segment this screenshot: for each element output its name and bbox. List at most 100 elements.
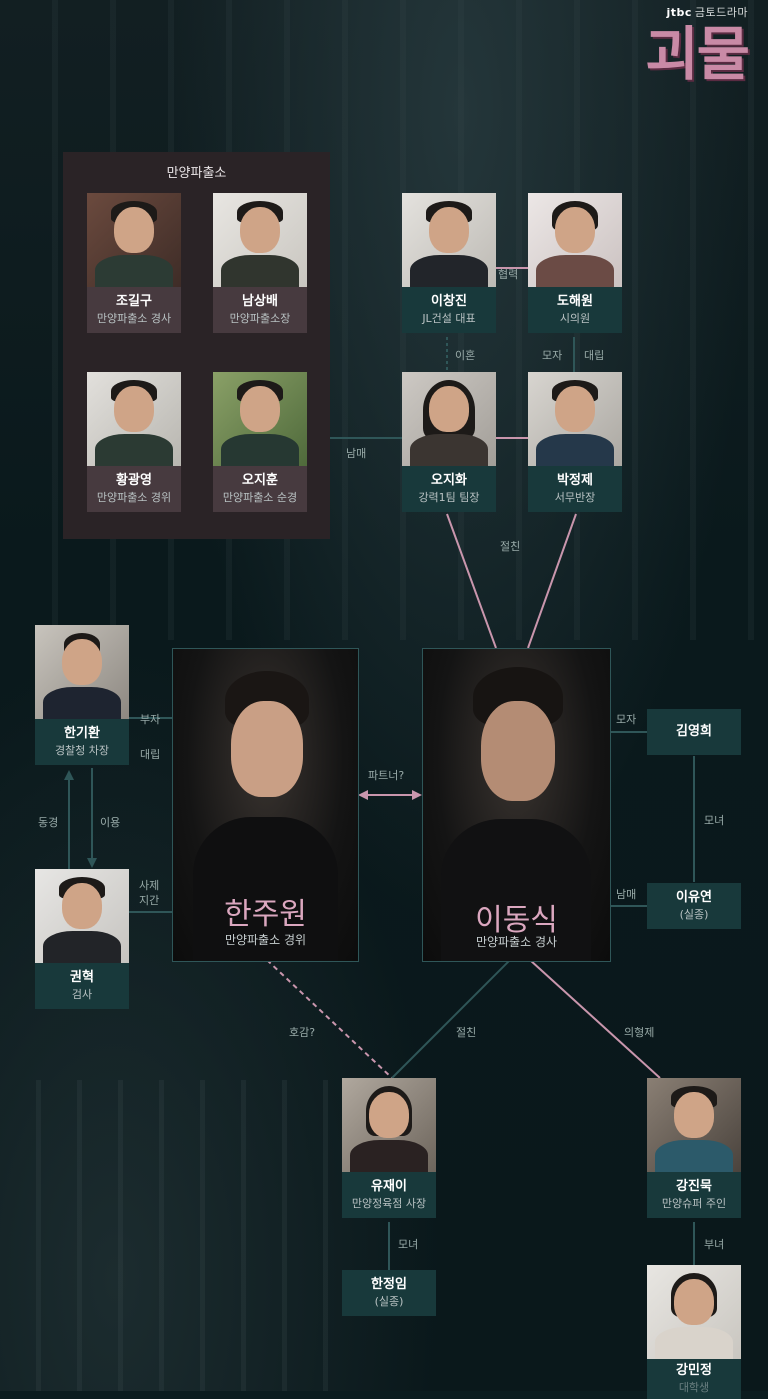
- portrait-jo-gilgu: [87, 193, 181, 287]
- role: 검사: [71, 988, 93, 1001]
- name: 강민정: [676, 1363, 712, 1378]
- role: (실종): [679, 908, 709, 921]
- rel-mother-son-2: 모자: [616, 713, 637, 726]
- name: 강진묵: [676, 1179, 712, 1194]
- card-kang-minjeong[interactable]: 강민정 대학생: [647, 1265, 741, 1399]
- card-kwon-hyuk[interactable]: 권혁 검사: [35, 869, 129, 1009]
- name: 조길구: [116, 294, 152, 309]
- rel-mother-son: 모자: [542, 349, 563, 362]
- rel-conflict-2: 대립: [140, 748, 161, 761]
- name: 이유연: [676, 890, 712, 905]
- portrait-lee-dongsik: [423, 649, 610, 961]
- role: 만양정육점 사장: [351, 1197, 427, 1210]
- rel-best-friend: 절친: [500, 540, 521, 553]
- label-jo-gilgu: 조길구 만양파출소 경사: [87, 287, 181, 333]
- card-oh-jihoon[interactable]: 오지훈 만양파출소 순경: [213, 372, 307, 512]
- portrait-park-jeongje: [528, 372, 622, 466]
- role: 만양슈퍼 주인: [661, 1197, 727, 1210]
- rel-mentor: 사제 지간: [139, 879, 160, 907]
- rel-mother-daughter: 모녀: [704, 814, 725, 827]
- lead-card-han-juwon[interactable]: 한주원 만양파출소 경위: [172, 648, 359, 962]
- card-han-gihwan[interactable]: 한기환 경찰청 차장: [35, 625, 129, 765]
- name: 박정제: [557, 473, 593, 488]
- rel-crush: 호감?: [289, 1026, 316, 1039]
- portrait-yoo-jaei: [342, 1078, 436, 1172]
- lead-role: 만양파출소 경사: [475, 935, 558, 949]
- role: 만양파출소 경사: [96, 312, 172, 325]
- rel-siblings-2: 남매: [616, 888, 637, 901]
- rel-best-friend-2: 절친: [456, 1026, 477, 1039]
- card-park-jeongje[interactable]: 박정제 서무반장: [528, 372, 622, 512]
- name: 한기환: [64, 726, 100, 741]
- label-oh-jihwa: 오지화 강력1팀 팀장: [402, 466, 496, 512]
- name: 남상배: [242, 294, 278, 309]
- portrait-kang-minjeong: [647, 1265, 741, 1359]
- label-oh-jihoon: 오지훈 만양파출소 순경: [213, 466, 307, 512]
- drama-title: 괴물: [645, 20, 750, 88]
- rel-father-daughter: 부녀: [704, 1238, 725, 1251]
- portrait-kwon-hyuk: [35, 869, 129, 963]
- card-lee-changjin[interactable]: 이창진 JL건설 대표: [402, 193, 496, 333]
- label-han-gihwan: 한기환 경찰청 차장: [35, 719, 129, 765]
- label-kwon-hyuk: 권혁 검사: [35, 963, 129, 1009]
- name: 한정임: [371, 1277, 407, 1292]
- label-park-jeongje: 박정제 서무반장: [528, 466, 622, 512]
- lead-name: 이동식: [475, 903, 558, 938]
- lead-card-lee-dongsik[interactable]: 이동식 만양파출소 경사: [422, 648, 611, 962]
- role: (실종): [374, 1295, 404, 1308]
- role: 만양파출소장: [229, 312, 291, 325]
- card-kang-jinmuk[interactable]: 강진묵 만양슈퍼 주인: [647, 1078, 741, 1218]
- label-hwang-gwangyoung: 황광영 만양파출소 경위: [87, 466, 181, 512]
- name: 오지훈: [242, 473, 278, 488]
- role: 강력1팀 팀장: [418, 491, 480, 504]
- portrait-hwang-gwangyoung: [87, 372, 181, 466]
- card-han-jeongim[interactable]: 한정임 (실종): [342, 1270, 436, 1316]
- label-kang-minjeong: 강민정 대학생: [647, 1359, 741, 1399]
- card-jo-gilgu[interactable]: 조길구 만양파출소 경사: [87, 193, 181, 333]
- portrait-lee-changjin: [402, 193, 496, 287]
- name: 도해원: [557, 294, 593, 309]
- role: 만양파출소 순경: [222, 491, 298, 504]
- role: 서무반장: [554, 491, 596, 504]
- rel-partner: 파트너?: [368, 769, 405, 782]
- role: JL건설 대표: [422, 312, 476, 325]
- name: 김영희: [676, 724, 712, 739]
- rel-mother-daughter-2: 모녀: [398, 1238, 419, 1251]
- card-nam-sangbae[interactable]: 남상배 만양파출소장: [213, 193, 307, 333]
- rel-father-son: 부자: [140, 713, 161, 726]
- slot-name: 금토드라마: [694, 6, 748, 19]
- name: 권혁: [70, 970, 94, 985]
- label-nam-sangbae: 남상배 만양파출소장: [213, 287, 307, 333]
- label-lee-changjin: 이창진 JL건설 대표: [402, 287, 496, 333]
- portrait-nam-sangbae: [213, 193, 307, 287]
- card-lee-yuyeon[interactable]: 이유연 (실종): [647, 883, 741, 929]
- name: 오지화: [431, 473, 467, 488]
- card-do-haewon[interactable]: 도해원 시의원: [528, 193, 622, 333]
- rel-use: 이용: [100, 816, 121, 829]
- rel-siblings: 남매: [346, 447, 367, 460]
- label-yoo-jaei: 유재이 만양정육점 사장: [342, 1172, 436, 1218]
- name: 유재이: [371, 1179, 407, 1194]
- group-title: 만양파출소: [166, 166, 227, 181]
- role: 경찰청 차장: [54, 744, 110, 757]
- card-oh-jihwa[interactable]: 오지화 강력1팀 팀장: [402, 372, 496, 512]
- portrait-do-haewon: [528, 193, 622, 287]
- network-name: jtbc: [666, 6, 692, 19]
- role: 만양파출소 경위: [96, 491, 172, 504]
- label-do-haewon: 도해원 시의원: [528, 287, 622, 333]
- card-hwang-gwangyoung[interactable]: 황광영 만양파출소 경위: [87, 372, 181, 512]
- rel-conflict: 대립: [584, 349, 605, 362]
- card-yoo-jaei[interactable]: 유재이 만양정육점 사장: [342, 1078, 436, 1218]
- rel-admire: 동경: [38, 816, 59, 829]
- portrait-kang-jinmuk: [647, 1078, 741, 1172]
- name: 이창진: [431, 294, 467, 309]
- card-kim-younghee[interactable]: 김영희: [647, 709, 741, 755]
- lead-name: 한주원: [224, 897, 307, 932]
- role: 시의원: [559, 312, 591, 325]
- rel-divorce: 이혼: [455, 349, 476, 362]
- portrait-han-juwon: [173, 649, 358, 961]
- background-bars-bottom: [0, 1080, 330, 1391]
- portrait-oh-jihoon: [213, 372, 307, 466]
- lead-role: 만양파출소 경위: [224, 933, 307, 947]
